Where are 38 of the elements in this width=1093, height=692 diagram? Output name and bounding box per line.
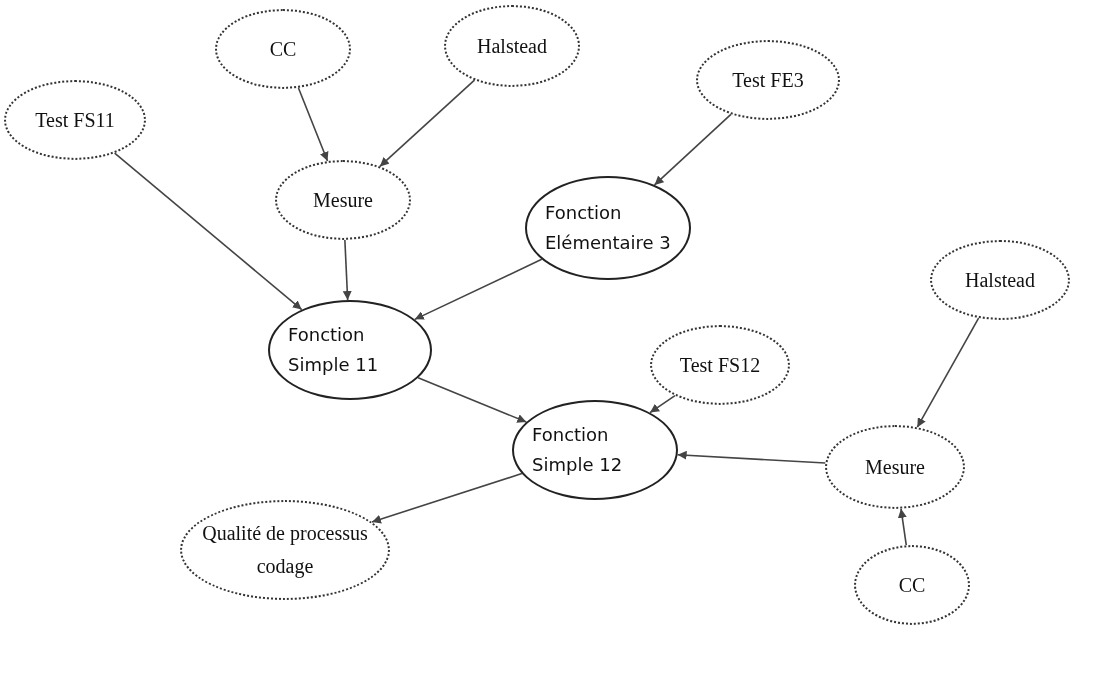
ellipse-node (444, 5, 580, 87)
arrow (649, 394, 676, 414)
node-label: Halstead (965, 267, 1035, 293)
arrow (371, 472, 523, 524)
node-label: Qualité de processus codage (201, 521, 369, 580)
node-label: Fonction Simple 12 (532, 423, 624, 477)
arrow (414, 258, 543, 321)
ellipse-node (696, 40, 840, 120)
ellipse-node (825, 425, 965, 509)
node-label: Mesure (313, 187, 373, 213)
ellipse-node (512, 400, 678, 500)
ellipse-node (854, 545, 970, 625)
ellipse-node (268, 300, 432, 400)
arrow (113, 152, 303, 311)
node-label: Fonction Elémentaire 3 (545, 201, 671, 255)
ellipse-node (650, 325, 790, 405)
node-label: Halstead (477, 33, 547, 59)
arrow (417, 377, 528, 423)
ellipse-node (180, 500, 390, 600)
node-label: CC (898, 572, 926, 598)
ellipse-node (215, 9, 351, 89)
node-label: Test FS11 (35, 107, 115, 133)
ellipse-node (930, 240, 1070, 320)
node-label: CC (269, 36, 297, 62)
ellipse-node (4, 80, 146, 160)
arrow (653, 113, 732, 186)
node-label: Test FE3 (732, 67, 804, 93)
node-label: Test FS12 (679, 352, 761, 378)
arrow (297, 87, 329, 162)
ellipse-node (275, 160, 411, 240)
arrow (676, 450, 827, 464)
ellipse-node (525, 176, 691, 280)
node-label: Fonction Simple 11 (288, 323, 380, 377)
arrow (916, 317, 980, 428)
arrow (379, 79, 476, 168)
arrow (897, 508, 908, 546)
arrow (342, 239, 352, 301)
node-label: Mesure (865, 454, 925, 480)
